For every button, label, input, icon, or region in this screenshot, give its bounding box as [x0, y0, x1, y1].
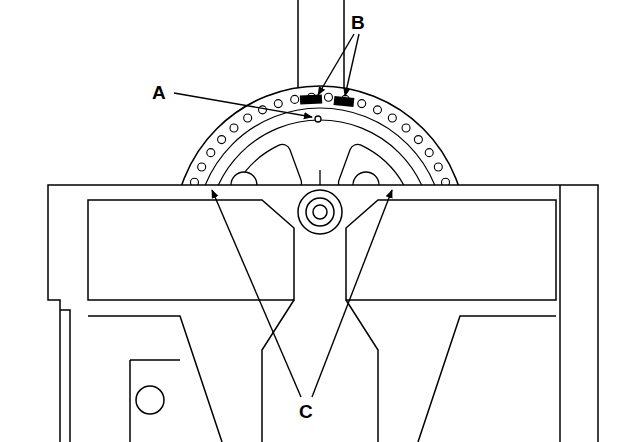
leader-line — [212, 190, 301, 397]
sprocket-inner-ring — [208, 120, 432, 185]
chain-roller — [402, 124, 410, 132]
head-rib — [262, 300, 378, 442]
chain-roller — [291, 95, 299, 103]
camshaft-hub — [306, 198, 334, 226]
sprocket-rim — [196, 108, 444, 185]
head-cavity — [88, 200, 294, 300]
camshaft-hub — [313, 205, 327, 219]
chain-roller — [414, 136, 422, 144]
chain-roller — [388, 114, 396, 122]
chain-roller — [324, 93, 332, 101]
callout-letter: A — [150, 82, 168, 103]
bolt — [231, 172, 257, 185]
chain-roller — [230, 124, 238, 132]
leader-line — [174, 93, 312, 117]
head-outline — [48, 185, 598, 442]
timing-mark — [300, 94, 322, 104]
cam-sprocket — [174, 86, 466, 185]
holder-tool — [298, 0, 344, 96]
head-rib — [88, 316, 222, 442]
leader-lines — [174, 34, 392, 397]
head-hole — [136, 386, 164, 414]
callout-letter: C — [297, 401, 315, 422]
head-cavity — [346, 200, 556, 300]
head-rib — [418, 316, 556, 442]
bolt — [353, 172, 379, 185]
chain-roller — [244, 114, 252, 122]
center-tab — [319, 170, 320, 185]
head-detail — [130, 360, 180, 442]
camshaft-hub — [298, 190, 342, 234]
chain-roller — [198, 163, 206, 171]
sprocket-outer — [174, 86, 466, 185]
chain-roller — [218, 136, 226, 144]
chain-rollers — [181, 93, 459, 185]
chain-roller — [373, 106, 381, 114]
sprocket-windows — [224, 144, 416, 185]
chain-roller — [434, 163, 442, 171]
spoke-window — [339, 144, 407, 185]
index-mark — [315, 116, 321, 122]
chain-roller — [259, 106, 267, 114]
chain-roller — [207, 149, 215, 157]
callout-letter: B — [349, 12, 367, 33]
head-edge — [559, 185, 561, 442]
chain-roller — [425, 149, 433, 157]
chain-roller — [358, 100, 366, 108]
chain-roller — [274, 100, 282, 108]
leader-line — [318, 34, 354, 95]
chain-roller — [190, 178, 198, 185]
head-edge — [60, 310, 70, 442]
cylinder-head — [48, 185, 598, 442]
leader-line — [312, 190, 392, 397]
timing-mark — [334, 96, 355, 107]
leader-line — [345, 34, 359, 96]
chain-roller — [442, 178, 450, 185]
